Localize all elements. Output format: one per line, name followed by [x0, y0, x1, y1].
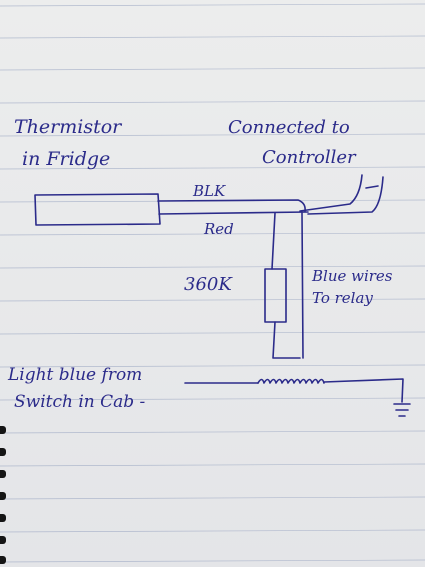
light-blue-label-line1: Light blue from [7, 365, 142, 385]
blue-wires-label-line1: Blue wires [311, 267, 393, 285]
thermistor-symbol [34, 193, 161, 226]
blue-wires-label-line2: To relay [312, 289, 373, 307]
blue-wire [301, 212, 304, 359]
controller-lead-2 [307, 176, 384, 215]
resistor-top-lead [271, 212, 276, 270]
thermistor-label-line1: Thermistor [14, 116, 123, 138]
binding-holes [0, 426, 6, 564]
controller-lead-1 [299, 174, 363, 212]
ruled-lines [0, 3, 425, 563]
resistor-bottom-lead [272, 321, 301, 359]
relay-coil-symbol [257, 378, 325, 384]
ground-lead [323, 378, 404, 403]
controller-label-line1: Connected to [228, 117, 350, 138]
ground-symbol [393, 403, 411, 417]
red-wire [158, 211, 309, 215]
thermistor-label-line2: in Fridge [22, 148, 110, 170]
red-label: Red [203, 220, 234, 238]
blk-label: BLK [192, 182, 226, 200]
black-wire [157, 199, 306, 212]
light-blue-label-line2: Switch in Cab - [14, 392, 146, 412]
controller-connector-mark [365, 185, 379, 189]
controller-label-line2: Controller [262, 147, 357, 168]
resistor-symbol [264, 268, 287, 323]
resistor-value-label: 360K [184, 274, 233, 295]
